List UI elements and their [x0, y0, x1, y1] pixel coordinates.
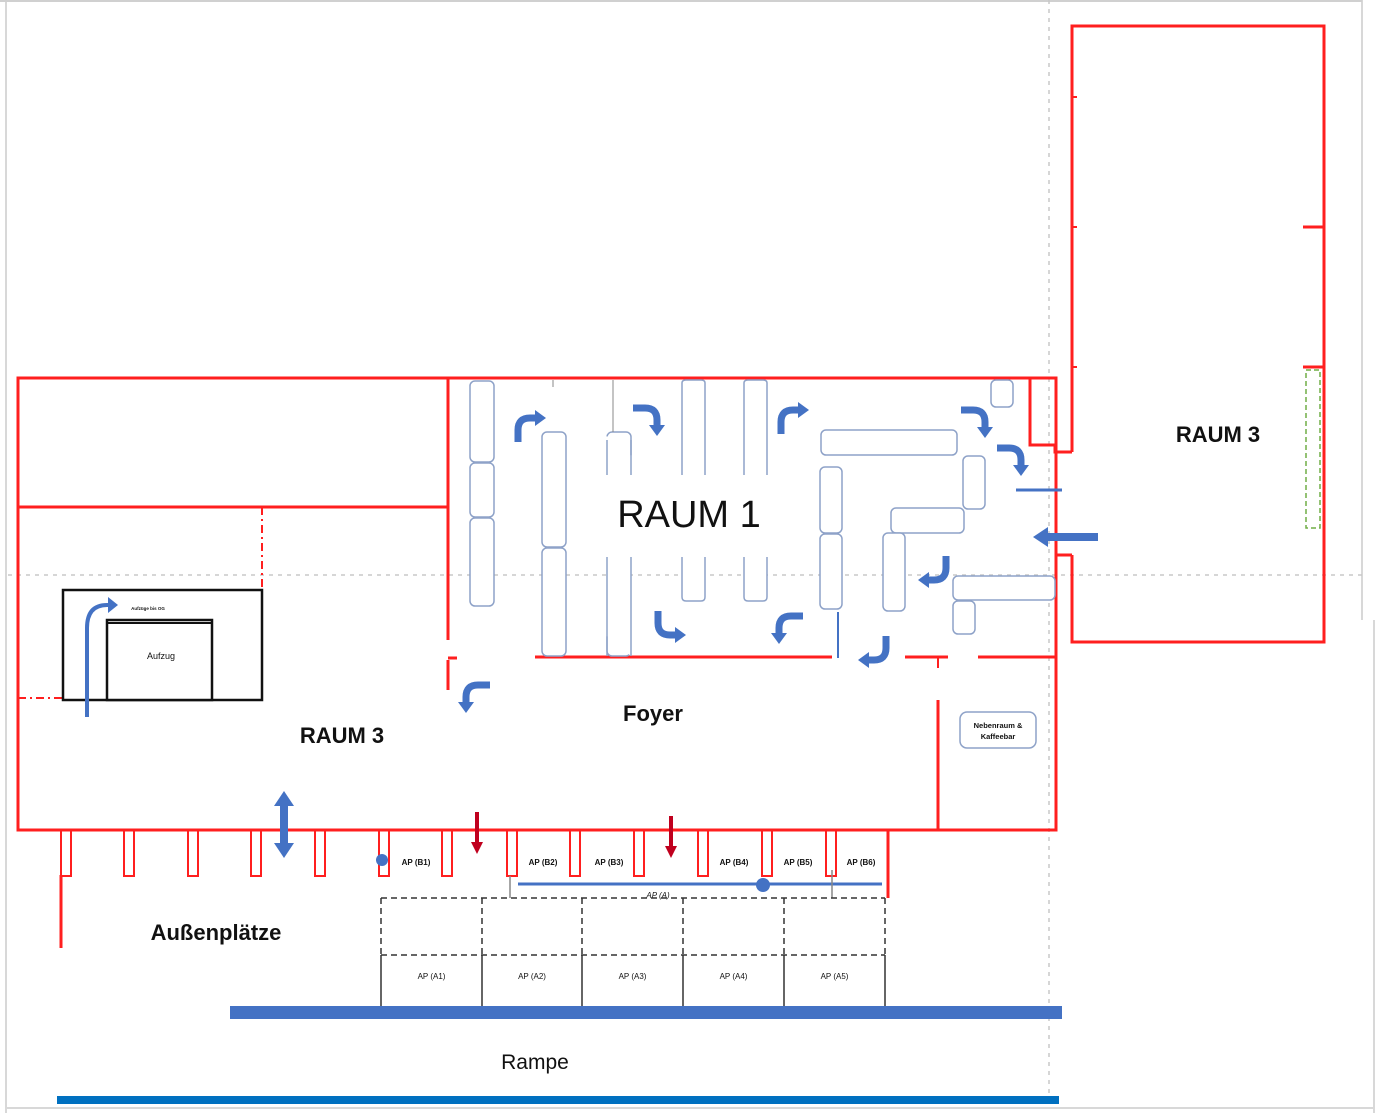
- workstation-b-label: AP (B6): [847, 858, 876, 867]
- workstation-b-label: AP (B4): [720, 858, 749, 867]
- wall-fin: [60, 830, 72, 877]
- workstation-b-label: AP (B5): [784, 858, 813, 867]
- wall-fin: [314, 830, 326, 877]
- entry-arrow-icon: [1033, 527, 1098, 547]
- room-label-foyer: Foyer: [623, 701, 683, 726]
- room-label-raum1: RAUM 1: [617, 494, 761, 536]
- wall-fin: [825, 830, 837, 877]
- red-arrow-icon-1: [471, 812, 483, 854]
- route-arrow-icon: [633, 404, 665, 436]
- workstation-a-label: AP (A3): [619, 972, 647, 981]
- route-arrows: [458, 402, 1029, 713]
- red-arrow-icon-2: [665, 816, 677, 858]
- b1-marker: [376, 854, 388, 866]
- room-label-raum3-right: RAUM 3: [1176, 422, 1260, 447]
- side-room-box: [959, 711, 1037, 749]
- workstation-a-label: AP (A2): [518, 972, 546, 981]
- area-label-aussenplaetze: Außenplätze: [151, 920, 282, 945]
- workstation-labels-b: AP (B1) AP (B2) AP (B3) AP (B4) AP (B5) AP (B…: [402, 858, 876, 867]
- route-arrow-icon: [997, 444, 1029, 476]
- ramp-bottom-bar: [57, 1096, 1059, 1104]
- route-arrow-icon: [918, 556, 950, 588]
- workstation-a-label: AP (A1): [418, 972, 446, 981]
- workstation-b-label: AP (B3): [595, 858, 624, 867]
- wall-fin: [123, 830, 135, 877]
- outer-wall-fins: [60, 830, 837, 877]
- double-arrow-icon: [274, 791, 294, 858]
- elevator-label: Aufzug: [147, 651, 175, 661]
- workstation-b-label: AP (B1): [402, 858, 431, 867]
- workstation-b-label: AP (B2): [529, 858, 558, 867]
- side-room-line2: Kaffeebar: [981, 732, 1016, 741]
- elevator-note: Aufzüge bis OG: [131, 606, 165, 611]
- green-dashed-element: [1305, 369, 1321, 529]
- workstation-a-label: AP (A4): [720, 972, 748, 981]
- route-arrow-icon: [514, 410, 546, 442]
- route-arrow-icon: [961, 406, 993, 438]
- route-arrow-icon: [777, 402, 809, 434]
- room-label-raum3-left: RAUM 3: [300, 723, 384, 748]
- wall-fin: [378, 830, 390, 877]
- rail-label: AP (A): [645, 891, 670, 900]
- workstation-a-label: AP (A5): [821, 972, 849, 981]
- wall-fin: [697, 830, 709, 877]
- wall-fin: [441, 830, 453, 877]
- wall-fin: [187, 830, 199, 877]
- area-label-rampe: Rampe: [501, 1051, 569, 1074]
- route-arrow-icon: [771, 612, 803, 644]
- wall-fin: [761, 830, 773, 877]
- raum3-right-walls: [1028, 24, 1326, 644]
- tables: [469, 379, 1056, 657]
- side-room-line1: Nebenraum &: [974, 721, 1023, 730]
- route-arrow-icon: [458, 681, 490, 713]
- wall-fin: [250, 830, 262, 877]
- route-arrow-icon: [858, 636, 890, 668]
- ramp-bar: [230, 1006, 1062, 1019]
- elevator-route-icon: [85, 603, 110, 717]
- route-arrow-icon: [654, 611, 686, 643]
- wall-fin: [506, 830, 518, 877]
- wall-fin: [569, 830, 581, 877]
- workstation-grid-a: AP (A1) AP (A2) AP (A3) AP (A4) AP (A5): [380, 897, 886, 1006]
- wall-fin: [633, 830, 645, 877]
- rail-marker: [756, 878, 770, 892]
- elevator-block: [61, 588, 264, 717]
